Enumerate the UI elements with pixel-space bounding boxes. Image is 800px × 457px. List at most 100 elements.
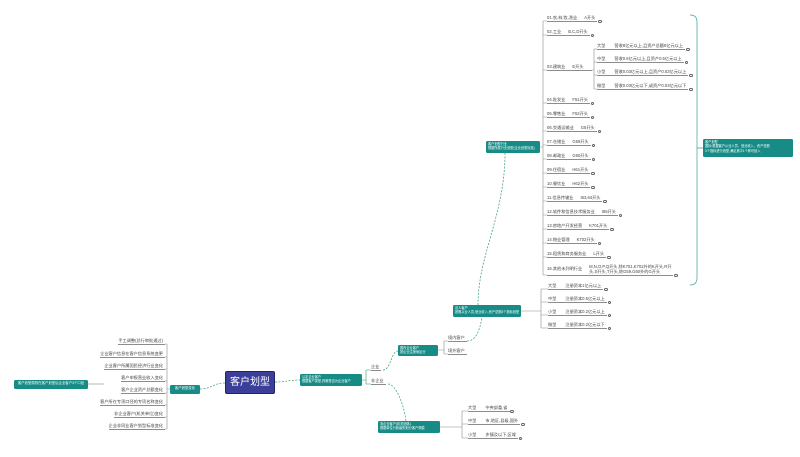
admin-size-row[interactable]: 小型乡镇及以下,区域 — [468, 432, 523, 441]
legal-topic-title: 法人客户 — [455, 306, 468, 310]
industry-code: G60开头 — [572, 153, 589, 158]
collapse-toggle[interactable] — [590, 33, 595, 38]
admin-size-row[interactable]: 大型中央部委,省 — [468, 405, 514, 414]
size-criterion: 注册资本0.2亿元以下 — [565, 322, 605, 327]
connector-bracket — [592, 48, 597, 90]
size-label: 中型 — [597, 56, 606, 61]
trigger-row[interactable]: 客户所在专项口径的专项名称变化 — [100, 399, 165, 406]
industry-code: F52开头 — [572, 111, 588, 116]
collapse-toggle[interactable] — [604, 287, 608, 292]
region-label: 境内客户 — [448, 335, 465, 340]
collapse-toggle[interactable] — [598, 19, 602, 24]
branch-non-enterprise[interactable]: 非企业 — [371, 378, 386, 385]
collapse-toggle[interactable] — [591, 185, 595, 190]
collapse-toggle[interactable] — [689, 87, 693, 92]
domestic-topic[interactable]: 国内企业客户 按企业注册地区分 — [398, 345, 438, 356]
trigger-row[interactable]: 非企业客户(机关单位)变化 — [114, 411, 165, 418]
collapse-toggle[interactable] — [607, 313, 612, 318]
capital-size-row[interactable]: 小型注册资本0.2亿元以上 — [548, 309, 612, 318]
construction-size-row[interactable]: 小型营收0.03亿元以上,且资产0.03亿元以上 — [597, 69, 693, 78]
collapse-toggle[interactable] — [603, 199, 607, 204]
industry-code: H62开头 — [572, 181, 589, 186]
size-label: 微型 — [548, 322, 557, 327]
capital-size-row[interactable]: 中型注册资本0.5亿元以上 — [548, 296, 612, 305]
construction-size-row[interactable]: 中型营收0.6亿元以上,且资产0.5亿元以上 — [597, 56, 689, 65]
collapse-toggle[interactable] — [689, 73, 693, 78]
branch-label: 非企业 — [371, 378, 384, 383]
collapse-toggle[interactable] — [597, 241, 602, 246]
admin-size-row[interactable]: 中型市,地区,县级,国外 — [468, 418, 525, 427]
capital-size-row[interactable]: 大型注册资本1亿元以上 — [548, 283, 608, 292]
summary-title: 客户划型 — [705, 140, 718, 144]
change-topic[interactable]: 客户划型变化 — [170, 385, 200, 394]
admin-topic[interactable]: 非企业客户(机关团体) 根据单位行政级别划分客户规模 — [378, 421, 440, 433]
collapse-toggle[interactable] — [597, 129, 602, 134]
collapse-toggle[interactable] — [685, 47, 690, 52]
trigger-row[interactable]: 企业非同业客户划型标准变化 — [108, 423, 165, 430]
industry-code: B,C,D开头 — [568, 29, 588, 34]
capital-size-row[interactable]: 微型 注册资本0.2亿元以下 — [548, 322, 612, 331]
construction-size-row[interactable]: 微型营收0.03亿元以下,或资产0.03亿元以下 — [597, 83, 693, 92]
industry-topic[interactable]: 客户划型行业 根据所属行业划型(企业划型标准) — [486, 141, 540, 153]
type-topic[interactable]: 认定企业客户 根据客户类型,判断是否为企业客户 — [300, 374, 362, 386]
domestic-topic-title: 国内企业客户 — [400, 346, 420, 350]
collapse-toggle[interactable] — [674, 273, 678, 278]
collapse-toggle[interactable] — [610, 227, 614, 232]
collapse-toggle[interactable] — [607, 326, 612, 331]
collapse-toggle[interactable] — [618, 213, 623, 218]
collapse-toggle[interactable] — [591, 157, 596, 162]
trigger-row[interactable]: 客户企业资产总额变化 — [121, 387, 165, 394]
trigger-row[interactable]: 企业客户信息在客户信息系统变更 — [100, 351, 165, 358]
collapse-toggle[interactable] — [591, 143, 596, 148]
legal-topic[interactable]: 法人客户 按照从业人员,营业收入,资产总额3个指标划型 — [453, 305, 521, 317]
industry-name: 13.房地产开发经营 — [547, 223, 583, 228]
trigger-text: 客户申报营业收入变化 — [121, 375, 163, 380]
size-label: 小型 — [548, 309, 557, 314]
summary-note[interactable]: 客户划型 国标:根据客户从业人员、营业收入、资产总额 3个指标进行划型,满足其中… — [703, 139, 793, 157]
summary-line: 3个指标进行划型,满足其中1个即可划入 — [705, 148, 761, 153]
size-label: 大型 — [468, 405, 477, 410]
region-foreign[interactable]: 境外客户 — [448, 348, 467, 355]
legal-topic-desc: 按照从业人员,营业收入,资产总额3个指标划型 — [455, 310, 520, 314]
branch-enterprise[interactable]: 企业 — [371, 364, 382, 371]
trigger-row[interactable]: 手工调整(总行审批通过) — [118, 338, 165, 345]
left-note[interactable]: 客户划型原则在客户划型后企业客户3个口径 — [14, 380, 88, 389]
collapse-toggle[interactable] — [521, 422, 525, 427]
trigger-row[interactable]: 客户申报营业收入变化 — [121, 375, 165, 382]
industry-code: K702开头 — [576, 237, 595, 242]
collapse-toggle[interactable] — [591, 171, 595, 176]
size-label: 小型 — [597, 69, 606, 74]
central-topic[interactable]: 客户划型 — [225, 371, 275, 394]
connector-line — [382, 350, 399, 371]
domestic-topic-desc: 按企业注册地区分 — [400, 350, 426, 354]
collapse-toggle[interactable] — [518, 436, 523, 441]
industry-code: M,N,O,P,Q开头,除K701,K702外的K开头,R开头,S开头,T开头,… — [589, 264, 671, 274]
region-domestic[interactable]: 境内客户 — [448, 335, 467, 342]
trigger-row[interactable]: 企业客户所属国民经济行业变化 — [104, 363, 165, 370]
construction-size-row[interactable]: 大型营收8亿元以上,且资产总额8亿元以上 — [597, 43, 690, 52]
collapse-toggle[interactable] — [606, 255, 611, 260]
size-label: 大型 — [597, 43, 606, 48]
industry-code: G5开头 — [580, 125, 595, 130]
collapse-toggle[interactable] — [607, 300, 612, 305]
collapse-toggle[interactable] — [684, 60, 689, 65]
collapse-toggle[interactable] — [510, 409, 514, 414]
